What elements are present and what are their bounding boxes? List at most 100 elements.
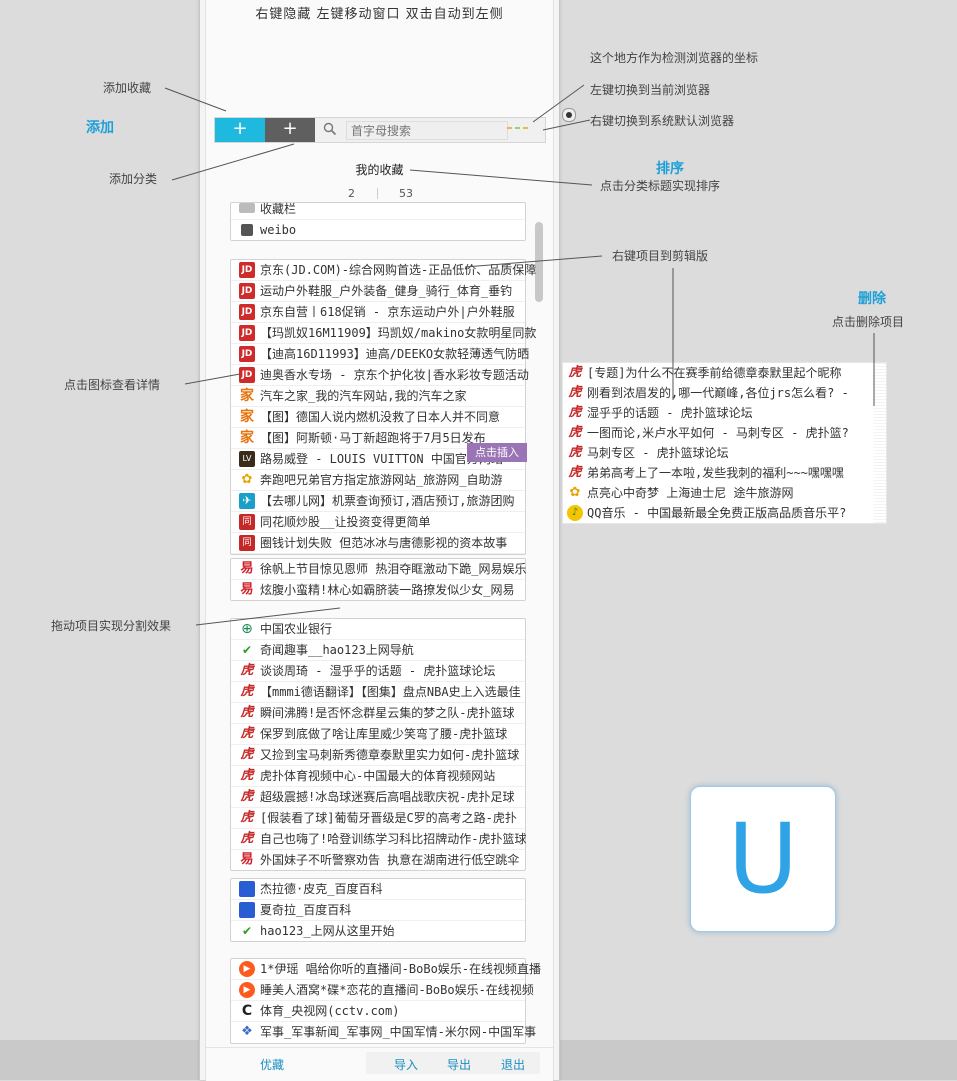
- list-item[interactable]: ✈【去哪儿网】机票查询预订,酒店预订,旅游团购: [231, 491, 525, 512]
- military-icon[interactable]: ❖: [241, 1024, 253, 1039]
- jd-icon[interactable]: JD: [239, 346, 255, 362]
- ths-icon[interactable]: 同: [239, 535, 255, 551]
- hupu-icon[interactable]: 虎: [240, 663, 254, 678]
- hao123-icon[interactable]: ✔: [241, 924, 253, 938]
- hupu-icon[interactable]: 虎: [240, 789, 254, 804]
- import-button[interactable]: 导入: [394, 1058, 419, 1072]
- list-item[interactable]: ▶1*伊瑶 唱给你听的直播间-BoBo娱乐-在线视频直播: [231, 959, 541, 980]
- hupu-icon[interactable]: 虎: [568, 425, 582, 440]
- ths-icon[interactable]: 同: [239, 514, 255, 530]
- autohome-icon[interactable]: 家: [240, 388, 254, 404]
- browser-detect-handle[interactable]: [507, 123, 533, 133]
- hupu-icon[interactable]: 虎: [568, 405, 582, 420]
- list-item[interactable]: 虎[专题]为什么不在赛季前给德章泰默里起个昵称: [568, 365, 842, 380]
- hupu-icon[interactable]: 虎: [240, 747, 254, 762]
- list-item[interactable]: 易外国妹子不听警察劝告 执意在湖南进行低空跳伞: [240, 852, 520, 867]
- list-item[interactable]: ❖军事_军事新闻_军事网_中国军情-米尔网-中国军事: [231, 1022, 536, 1042]
- baidu-icon[interactable]: 🐾: [239, 881, 255, 897]
- list-item[interactable]: 收藏栏: [231, 203, 525, 220]
- hao123-icon[interactable]: ✔: [241, 643, 253, 657]
- abc-bank-icon[interactable]: ⊕: [241, 621, 253, 637]
- export-button[interactable]: 导出: [447, 1058, 472, 1072]
- qunar-icon[interactable]: ✈: [239, 493, 255, 509]
- list-item[interactable]: 🐾夏奇拉_百度百科: [231, 900, 525, 921]
- netease-icon[interactable]: 易: [240, 582, 254, 597]
- bobo-icon[interactable]: ▶: [239, 961, 255, 977]
- qq-music-icon[interactable]: ♪: [567, 505, 583, 521]
- baidu-icon[interactable]: 🐾: [239, 902, 255, 918]
- list-item[interactable]: 家汽车之家_我的汽车网站,我的汽车之家: [231, 386, 525, 407]
- tuniu-icon[interactable]: ✿: [569, 485, 581, 500]
- list-item[interactable]: 虎【mmmi德语翻译】【图集】盘点NBA史上入选最佳: [231, 682, 525, 703]
- hupu-icon[interactable]: 虎: [568, 445, 582, 460]
- list-item[interactable]: 家【图】德国人说内燃机没救了日本人并不同意: [231, 407, 525, 428]
- autohome-icon[interactable]: 家: [240, 409, 254, 425]
- add-category-button[interactable]: +: [265, 118, 315, 142]
- list-item[interactable]: 家【图】阿斯顿·马丁新超跑将于7月5日发布: [231, 428, 525, 449]
- cctv-icon[interactable]: C: [241, 1003, 253, 1019]
- list-item[interactable]: 虎马刺专区 - 虎扑篮球论坛: [568, 445, 729, 460]
- browser-detect-dot[interactable]: [562, 108, 576, 122]
- hupu-icon[interactable]: 虎: [568, 385, 582, 400]
- list-item[interactable]: 虎湿乎乎的话题 - 虎扑篮球论坛: [568, 405, 753, 420]
- app-tile[interactable]: U: [690, 786, 836, 932]
- list-item[interactable]: ♪QQ音乐 - 中国最新最全免费正版高品质音乐平?: [563, 503, 886, 523]
- list-item[interactable]: JD【迪高16D11993】迪高/DEEKO女款轻薄透气防晒: [231, 344, 529, 365]
- autohome-icon[interactable]: 家: [240, 430, 254, 446]
- list-item[interactable]: 易炫腹小蛮精!林心如霸脐装一路撩发似少女_网易: [240, 582, 515, 597]
- list-item[interactable]: ✔奇闻趣事__hao123上网导航: [231, 640, 525, 661]
- jd-icon[interactable]: JD: [239, 262, 255, 278]
- list-item[interactable]: 同同花顺炒股__让投资变得更简单: [231, 512, 525, 533]
- list-item[interactable]: ✿奔跑吧兄弟官方指定旅游网站_旅游网_自助游: [231, 470, 525, 491]
- jd-icon[interactable]: JD: [239, 325, 255, 341]
- hupu-icon[interactable]: 虎: [240, 684, 254, 699]
- jd-icon[interactable]: JD: [239, 367, 255, 383]
- hupu-icon[interactable]: 虎: [240, 726, 254, 741]
- list-item[interactable]: ✿点亮心中奇梦 上海迪士尼 途牛旅游网: [563, 483, 886, 503]
- list-item[interactable]: weibo: [231, 220, 525, 240]
- folder-icon[interactable]: [239, 203, 255, 213]
- list-item[interactable]: 虎保罗到底做了啥让库里威少笑弯了腰-虎扑篮球: [231, 724, 525, 745]
- hupu-icon[interactable]: 虎: [240, 831, 254, 846]
- favorites-title[interactable]: 我的收藏: [355, 163, 404, 177]
- add-favorite-button[interactable]: +: [215, 118, 265, 142]
- list-item[interactable]: 虎一图而论,米卢水平如何 - 马刺专区 - 虎扑篮?: [568, 425, 849, 440]
- hupu-icon[interactable]: 虎: [568, 365, 582, 380]
- list-item[interactable]: 虎[假装看了球]葡萄牙晋级是C罗的高考之路-虎扑: [231, 808, 525, 829]
- bobo-icon[interactable]: ▶: [239, 982, 255, 998]
- netease-icon[interactable]: 易: [240, 852, 254, 867]
- list-item[interactable]: ⊕中国农业银行: [231, 619, 525, 640]
- list-item[interactable]: 虎又捡到宝马刺新秀德章泰默里实力如何-虎扑篮球: [231, 745, 525, 766]
- list-item[interactable]: 虎超级震撼!冰岛球迷赛后高唱战歌庆祝-虎扑足球: [231, 787, 525, 808]
- list-item[interactable]: JD【玛凯奴16M11909】玛凯奴/makino女款明星同款: [231, 323, 536, 344]
- hupu-icon[interactable]: 虎: [240, 810, 254, 825]
- list-item[interactable]: 易徐帆上节目惊见恩师 热泪夺眶激动下跪_网易娱乐: [231, 559, 526, 580]
- lv-icon[interactable]: LV: [239, 451, 255, 467]
- insert-badge[interactable]: 点击插入: [467, 443, 527, 462]
- youcang-link[interactable]: 优藏: [260, 1058, 285, 1072]
- list-item[interactable]: 虎谈谈周琦 - 湿乎乎的话题 - 虎扑篮球论坛: [231, 661, 525, 682]
- list-item[interactable]: 🐾杰拉德·皮克_百度百科: [231, 879, 525, 900]
- list-item[interactable]: 虎瞬间沸腾!是否怀念群星云集的梦之队-虎扑篮球: [231, 703, 525, 724]
- hupu-icon[interactable]: 虎: [240, 768, 254, 783]
- list-item[interactable]: 同圈钱计划失败 但范冰冰与唐德影视的资本故事: [231, 533, 525, 554]
- hupu-icon[interactable]: 虎: [568, 465, 582, 480]
- exit-button[interactable]: 退出: [501, 1058, 526, 1072]
- search-input[interactable]: [346, 121, 508, 140]
- jd-icon[interactable]: JD: [239, 304, 255, 320]
- scrollbar-thumb[interactable]: [535, 222, 543, 302]
- netease-icon[interactable]: 易: [240, 561, 254, 576]
- list-item[interactable]: 虎刚看到浓眉发的,哪一代巅峰,各位jrs怎么看? -: [568, 385, 849, 400]
- folder-icon[interactable]: [241, 224, 253, 236]
- list-item[interactable]: 虎弟弟高考上了一本啦,发些我刺的福利~~~嘿嘿嘿: [568, 465, 844, 480]
- hupu-icon[interactable]: 虎: [240, 705, 254, 720]
- list-item[interactable]: ▶睡美人酒窝*碟*恋花的直播间-BoBo娱乐-在线视频: [231, 980, 534, 1001]
- jd-icon[interactable]: JD: [239, 283, 255, 299]
- list-item[interactable]: 虎自己也嗨了!哈登训练学习科比招牌动作-虎扑篮球: [231, 829, 526, 850]
- list-item[interactable]: 虎虎扑体育视频中心-中国最大的体育视频网站: [231, 766, 525, 787]
